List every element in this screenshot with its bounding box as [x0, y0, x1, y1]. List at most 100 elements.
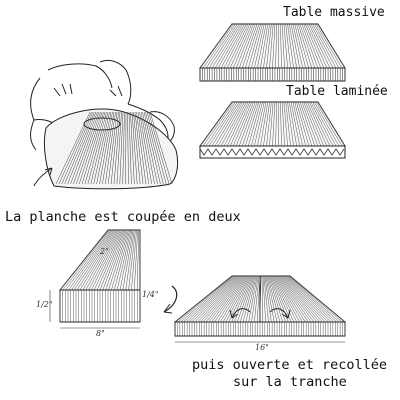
hands-holding-top	[30, 59, 175, 151]
grain-line	[211, 101, 240, 147]
grain-line	[110, 111, 119, 185]
grain-line	[194, 275, 239, 323]
grain-line	[225, 275, 250, 323]
grain-line	[113, 111, 121, 185]
label-ouverte-line2: sur la tranche	[233, 374, 347, 390]
grain-line	[245, 23, 260, 69]
grain-line	[275, 23, 278, 69]
grain-line	[208, 23, 238, 69]
grain-line	[292, 23, 303, 69]
grain-line	[263, 23, 270, 69]
grain-line	[285, 275, 334, 323]
grain-line	[285, 23, 291, 69]
grain-line	[140, 111, 155, 185]
grain-line	[232, 101, 252, 147]
grain-line	[261, 275, 264, 323]
grain-line	[131, 229, 137, 291]
grain-line	[205, 101, 236, 147]
grain-line	[183, 275, 236, 323]
grain-line	[220, 101, 245, 147]
grain-line	[281, 275, 320, 323]
grain-line	[99, 111, 113, 185]
grain-line	[237, 275, 254, 323]
grain-line	[108, 229, 128, 291]
grain-line	[67, 111, 97, 185]
grain-line	[116, 111, 122, 185]
grain-line	[274, 275, 300, 323]
grain-line	[64, 111, 95, 185]
grain-line	[125, 229, 135, 291]
grain-line	[272, 23, 276, 69]
grain-line	[88, 229, 120, 291]
grain-line	[278, 275, 312, 323]
grain-line	[266, 23, 272, 69]
grain-line	[188, 275, 238, 323]
grain-line	[199, 23, 233, 69]
grain-line	[281, 101, 285, 147]
grain-line	[136, 111, 147, 185]
grain-line	[284, 275, 332, 323]
grain-line	[251, 23, 263, 69]
label-table-laminee: Table laminée	[286, 84, 388, 99]
label-ouverte-line1: puis ouverte et recollée	[192, 357, 388, 373]
grain-line	[315, 23, 343, 69]
dim-width-right: 16"	[255, 343, 269, 352]
grain-line	[107, 111, 118, 185]
grain-line	[257, 101, 267, 147]
grain-line	[281, 23, 285, 69]
grain-line	[137, 111, 150, 185]
grain-line	[122, 111, 125, 185]
grain-line	[287, 101, 294, 147]
grain-line	[58, 111, 92, 185]
grain-line	[283, 101, 288, 147]
grain-line	[289, 101, 297, 147]
grain-line	[251, 101, 263, 147]
grain-line	[272, 275, 295, 323]
rotation-arrow-icon	[269, 308, 289, 319]
grain-line	[269, 23, 274, 69]
grain-line	[146, 111, 167, 185]
grain-line	[229, 23, 251, 69]
grain-line	[298, 101, 313, 147]
grain-line	[122, 229, 134, 291]
grain-line	[65, 229, 111, 291]
label-planche-coupee: La planche est coupée en deux	[5, 209, 241, 225]
dim-width-left: 8"	[96, 329, 105, 338]
grain-line	[223, 23, 247, 69]
grain-line	[292, 101, 303, 147]
grain-line	[280, 23, 282, 69]
grain-line	[266, 101, 272, 147]
grain-line	[303, 23, 322, 69]
grain-line	[242, 275, 256, 323]
grain-line	[272, 101, 276, 147]
grain-line	[254, 275, 260, 323]
grain-line	[242, 101, 258, 147]
grain-line	[131, 111, 138, 185]
grain-line	[312, 23, 337, 69]
grain-line	[273, 275, 298, 323]
grain-line	[177, 275, 234, 323]
grain-line	[308, 23, 331, 69]
grain-line	[236, 23, 254, 69]
grain-line	[136, 229, 140, 291]
grain-line	[239, 23, 256, 69]
grain-line	[260, 23, 269, 69]
table-laminee-figure	[199, 101, 346, 159]
grain-line	[116, 229, 132, 291]
guitar-top-striped	[33, 108, 179, 190]
grain-line	[217, 275, 247, 323]
grain-line	[275, 101, 278, 147]
grain-line	[289, 23, 297, 69]
grain-line	[287, 23, 294, 69]
grain-line	[317, 101, 346, 147]
grain-line	[257, 23, 267, 69]
grain-line	[76, 111, 101, 185]
grain-line	[128, 111, 132, 185]
grain-line	[315, 101, 343, 147]
grain-line	[174, 275, 233, 323]
grain-line	[191, 275, 238, 323]
dim-height-mark: 1/4"	[142, 290, 159, 299]
grain-line	[220, 275, 248, 323]
dim-height-left: 1/2"	[36, 300, 53, 309]
